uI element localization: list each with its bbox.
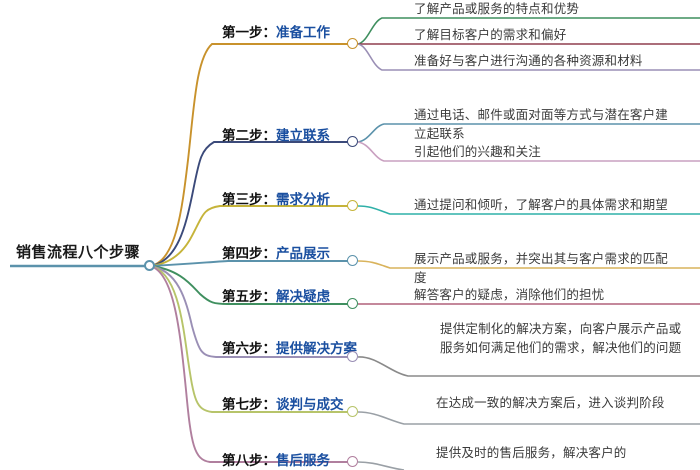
- leaf-line-8-1: [357, 461, 405, 470]
- leaf-node-1-1[interactable]: 了解产品或服务的特点和优势: [414, 2, 580, 16]
- step-name-8: 售后服务: [276, 453, 330, 468]
- step-ordinal-8: 第八步：: [222, 453, 276, 468]
- step-node-5[interactable]: 第五步：解决疑虑: [222, 288, 330, 305]
- step-name-4: 产品展示: [276, 246, 330, 261]
- step-ordinal-4: 第四步：: [222, 246, 276, 261]
- step-node-7[interactable]: 第七步：谈判与成交: [222, 396, 344, 413]
- step-hub-dot-4[interactable]: [347, 255, 358, 266]
- step-node-4[interactable]: 第四步：产品展示: [222, 245, 330, 262]
- leaf-node-1-2[interactable]: 了解目标客户的需求和偏好: [414, 28, 567, 42]
- step-hub-dot-7[interactable]: [347, 406, 358, 417]
- step-hub-dot-2[interactable]: [347, 136, 358, 147]
- step-hub-dot-5[interactable]: [347, 298, 358, 309]
- step-name-5: 解决疑虑: [276, 289, 330, 304]
- step-node-8[interactable]: 第八步：售后服务: [222, 452, 330, 469]
- step-ordinal-6: 第六步：: [222, 341, 276, 356]
- leaf-node-6-1[interactable]: 提供定制化的解决方案，向客户展示产品或服务如何满足他们的需求，解决他们的问题: [440, 322, 682, 355]
- leaf-node-3-1[interactable]: 通过提问和倾听，了解客户的具体需求和期望: [414, 198, 669, 212]
- step-ordinal-2: 第二步：: [222, 128, 276, 143]
- leaf-node-7-1[interactable]: 在达成一致的解决方案后，进入谈判阶段: [436, 396, 665, 410]
- step-name-6: 提供解决方案: [276, 341, 357, 356]
- leaf-line-7-1: [357, 411, 700, 425]
- step-node-3[interactable]: 第三步：需求分析: [222, 191, 330, 208]
- leaf-node-2-1[interactable]: 通过电话、邮件或面对面等方式与潜在客户建立起联系: [414, 108, 669, 141]
- step-node-6[interactable]: 第六步：提供解决方案: [222, 340, 357, 357]
- root-node-label[interactable]: 销售流程八个步骤: [15, 244, 140, 261]
- step-hub-dot-8[interactable]: [347, 456, 358, 467]
- step-hub-dot-6[interactable]: [347, 351, 358, 362]
- leaf-node-1-3[interactable]: 准备好与客户进行沟通的各种资源和材料: [414, 54, 643, 68]
- step-ordinal-7: 第七步：: [222, 397, 276, 412]
- leaf-node-5-1[interactable]: 解答客户的疑虑，消除他们的担忧: [414, 288, 605, 302]
- step-name-7: 谈判与成交: [276, 397, 344, 412]
- step-node-1[interactable]: 第一步：准备工作: [222, 24, 330, 41]
- step-ordinal-1: 第一步：: [222, 25, 276, 40]
- leaf-node-4-1[interactable]: 展示产品或服务，并突出其与客户需求的匹配度: [414, 252, 669, 285]
- step-name-1: 准备工作: [276, 25, 330, 40]
- step-ordinal-5: 第五步：: [222, 289, 276, 304]
- step-name-3: 需求分析: [276, 192, 330, 207]
- leaf-node-8-1[interactable]: 提供及时的售后服务，解决客户的: [436, 446, 627, 460]
- leaf-node-2-2[interactable]: 引起他们的兴趣和关注: [414, 145, 542, 159]
- root-hub-dot[interactable]: [144, 260, 155, 271]
- step-node-2[interactable]: 第二步：建立联系: [222, 127, 330, 144]
- branch-line-1: [149, 43, 352, 267]
- step-hub-dot-1[interactable]: [347, 38, 358, 49]
- step-name-2: 建立联系: [276, 128, 330, 143]
- step-ordinal-3: 第三步：: [222, 192, 276, 207]
- step-hub-dot-3[interactable]: [347, 200, 358, 211]
- leaf-line-6-1: [357, 356, 700, 377]
